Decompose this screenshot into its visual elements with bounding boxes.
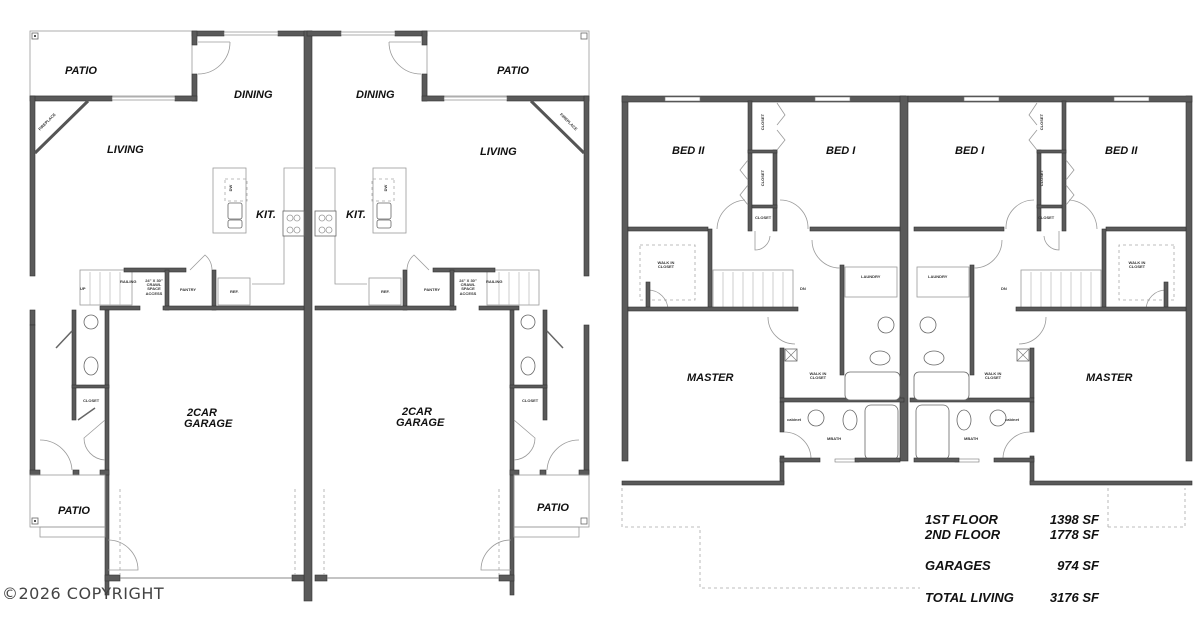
pantry-label: PANTRY <box>180 287 196 292</box>
crawl-space-label: 24" X 30" CRAWL SPACE ACCESS <box>459 278 477 296</box>
closet-label: CLOSET <box>760 113 766 131</box>
master-bath-label: MBATH <box>827 436 842 441</box>
walk-in-closet-label: WALK IN CLOSET <box>657 260 675 270</box>
copyright-watermark: ©2026 COPYRIGHT <box>2 584 165 603</box>
crawl-space-label: 24" X 30" CRAWL SPACE ACCESS <box>145 278 163 296</box>
room-label-front-patio: PATIO <box>58 505 90 517</box>
area-label: 1ST FLOOR <box>925 512 998 527</box>
area-value: 1778 SF <box>1049 527 1099 542</box>
area-label: 2ND FLOOR <box>925 527 1001 542</box>
room-label-bed-2: BED II <box>1105 145 1138 157</box>
closet-label: CLOSET <box>522 398 539 403</box>
railing-label: RAILING <box>486 279 503 284</box>
room-label-living: LIVING <box>107 144 144 156</box>
area-value: 3176 SF <box>1049 590 1099 605</box>
garage-label-line1: 2CAR <box>187 407 217 419</box>
master-walk-in-label: WALK IN CLOSET <box>809 371 827 381</box>
room-label-master: MASTER <box>1086 372 1133 384</box>
master-walk-in-label: WALK IN CLOSET <box>984 371 1002 381</box>
room-label-dining: DINING <box>234 89 273 101</box>
room-label-patio: PATIO <box>497 65 529 77</box>
garage-label-line2: GARAGE <box>184 418 233 430</box>
first-floor-right-unit <box>306 30 590 596</box>
closet-label: CLOSET <box>755 215 772 220</box>
second-floor-right-unit <box>907 95 1193 486</box>
stair-down-label: DN <box>1001 286 1007 291</box>
closet-label: CLOSET <box>1038 215 1055 220</box>
room-label-kitchen: KIT. <box>346 209 366 221</box>
area-value: 1398 SF <box>1049 512 1099 527</box>
dishwasher-label: DW <box>383 184 389 192</box>
closet-label: CLOSET <box>1039 113 1045 131</box>
first-floor-left-unit <box>29 30 313 602</box>
room-label-kitchen: KIT. <box>256 209 276 221</box>
footprint-outline <box>621 488 1186 589</box>
room-label-front-patio: PATIO <box>537 502 569 514</box>
cabinet-label: cabinet <box>1005 417 1020 422</box>
garage-label-line1: 2CAR <box>402 406 432 418</box>
closet-label: CLOSET <box>83 398 100 403</box>
dishwasher-label: DW <box>228 184 234 192</box>
garage-label-line2: GARAGE <box>396 417 445 429</box>
room-label-master: MASTER <box>687 372 734 384</box>
ref-label: REF. <box>230 289 239 294</box>
stair-up-label: UP <box>80 286 86 291</box>
room-label-living: LIVING <box>480 146 517 158</box>
ref-label: REF. <box>381 289 390 294</box>
closet-label: CLOSET <box>760 169 766 187</box>
room-label-bed-2: BED II <box>672 145 705 157</box>
area-label: GARAGES <box>925 558 991 573</box>
room-label-patio: PATIO <box>65 65 97 77</box>
second-floor-left-unit <box>621 95 909 486</box>
room-label-dining: DINING <box>356 89 395 101</box>
laundry-label: LAUNDRY <box>861 274 881 279</box>
stair-down-label: DN <box>800 286 806 291</box>
area-value: 974 SF <box>1057 558 1099 573</box>
cabinet-label: cabinet <box>787 417 802 422</box>
room-label-bed-1: BED I <box>826 145 856 157</box>
room-label-bed-1: BED I <box>955 145 985 157</box>
master-bath-label: MBATH <box>964 436 979 441</box>
walk-in-closet-label: WALK IN CLOSET <box>1128 260 1146 270</box>
area-label: TOTAL LIVING <box>925 590 1014 605</box>
railing-label: RAILING <box>120 279 137 284</box>
pantry-label: PANTRY <box>424 287 440 292</box>
closet-label: CLOSET <box>1039 169 1045 187</box>
laundry-label: LAUNDRY <box>928 274 948 279</box>
